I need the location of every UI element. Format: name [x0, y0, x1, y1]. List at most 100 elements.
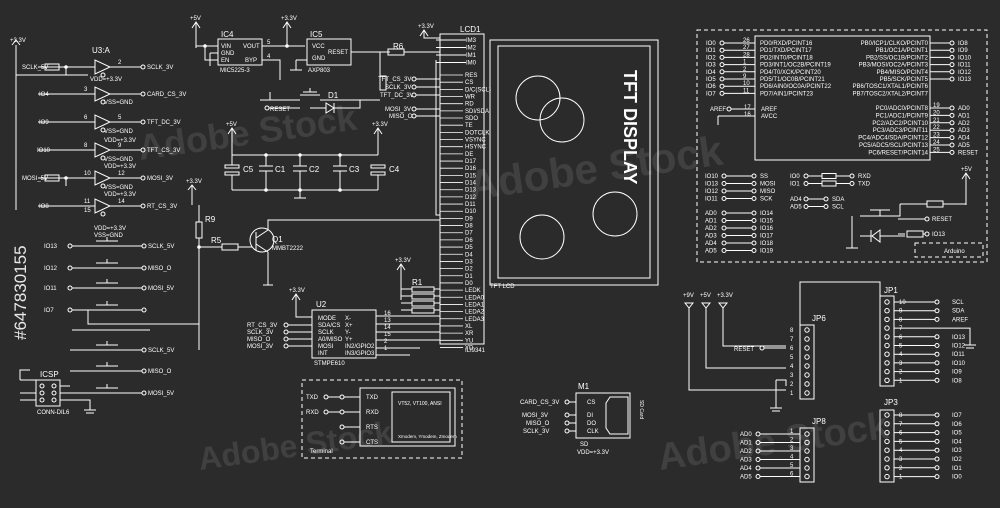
- lcd-pin-im3: IM3: [466, 38, 477, 44]
- stock-id: #647830155: [11, 245, 30, 340]
- jp8-net-ad4: AD4: [740, 466, 752, 472]
- lcd-pin-im1: IM1: [466, 53, 477, 59]
- lcd-net-mosi: MOSI_3V: [385, 107, 411, 113]
- c3-label: C3: [349, 165, 360, 174]
- jp1-pin-num: 1: [899, 378, 903, 384]
- arduino-pc-num: 25: [933, 147, 940, 153]
- lcd-pin-sdo: SDO: [465, 116, 478, 122]
- lcd-pin-vsync: VSYNC: [465, 138, 486, 144]
- arduino-aref-num: 17: [744, 105, 751, 111]
- arduino-bm-io1: IO1: [790, 182, 800, 188]
- u2-pin-int: INT: [318, 351, 328, 357]
- io-left-io13: IO13: [44, 244, 58, 250]
- jp1-pin-num: 5: [899, 344, 903, 350]
- jp1-label: JP1: [884, 286, 898, 295]
- terminal-transfer: Xmodem, Ymodem, Zmodem: [398, 434, 457, 439]
- jp3-pin-num: 6: [899, 431, 903, 437]
- u2-pin-sdacs: SDA/CS: [318, 323, 340, 329]
- arduino-pc-num: 19: [933, 103, 940, 109]
- arduino-left-num: 9: [743, 74, 747, 80]
- arduino-pc-5: PC5/ADC5/SCL/PCINT13: [859, 143, 929, 149]
- u3a-pin-9: 9: [118, 143, 122, 149]
- ic5-pin-vcc: VCC: [312, 44, 325, 50]
- q1-label: Q1: [272, 235, 283, 244]
- ic4-part: MIC5225-3: [220, 68, 250, 74]
- u2-net-sclk_3v: SCLK_3V: [247, 330, 273, 336]
- arduino-pb-7: PB7/TOSC2/XTAL2/PCINT7: [853, 91, 929, 97]
- r9-label: R9: [205, 215, 216, 224]
- reset-circuit: RESET D1: [260, 88, 380, 114]
- u3a-in-sclk5v: SCLK_5V: [22, 65, 48, 71]
- lcd-pin-hsync: HSYNC: [465, 145, 487, 151]
- arduino-ad-0: AD0: [958, 106, 970, 112]
- jp3-net-io7: IO7: [952, 413, 962, 419]
- jp1-pin-num: 4: [899, 352, 903, 358]
- c4-label: C4: [389, 165, 400, 174]
- jp1-pin-num: 9: [899, 309, 903, 315]
- jp3-pin-num: 8: [899, 413, 903, 419]
- arduino-io13-net: IO13: [932, 232, 946, 238]
- lcd-pin-d9: D9: [465, 216, 473, 222]
- m1-pin-clk: CLK: [587, 429, 599, 435]
- jp8-pin-num: 1: [790, 429, 794, 435]
- r6-resistor: R6: [387, 42, 440, 56]
- u2-pin-sclk: SCLK: [318, 330, 334, 336]
- jp8-net-ad3: AD3: [740, 458, 752, 464]
- arduino-pb-4: PB4/MISO/PCINT4: [877, 70, 929, 76]
- lcd-pin-d1: D1: [465, 274, 473, 280]
- arduino-pd-4: PD4/T0/XCK/PCINT20: [760, 70, 821, 76]
- jp8-pin-num: 5: [790, 463, 794, 469]
- tft-display-panel: TFT DISPLAY TFT LCD: [489, 39, 659, 290]
- jp3-net-io0: IO0: [952, 475, 962, 481]
- arduino-bm-io0: IO0: [790, 174, 800, 180]
- jp3-pin-num: 2: [899, 466, 903, 472]
- u3a-buffer: U3:A +3.3V SCLK_5V IO4 IO9 IO10 MOSI_5V …: [10, 38, 202, 239]
- terminal-pin-rts: RTS: [366, 425, 378, 431]
- arduino-pc-1: PC1/ADC1/PCINT9: [876, 113, 929, 119]
- u2-label: U2: [316, 300, 327, 309]
- arduino-pc-0: PC0/ADC0/PCINT8: [876, 106, 929, 112]
- terminal-block: VT52, VT100, ANSI Xmodem, Ymodem, Zmodem…: [301, 379, 463, 459]
- arduino-right-io13: IO13: [958, 77, 972, 83]
- u3a-out-rtcs: RT_CS_3V: [147, 204, 177, 210]
- arduino-pb-6: PB6/TOSC1/XTAL1/PCINT6: [853, 84, 929, 90]
- jp3-net-io5: IO5: [952, 431, 962, 437]
- tft-display-title: TFT DISPLAY: [620, 70, 640, 184]
- u2-pin-y: Y-: [345, 330, 350, 336]
- u3a-pwr-10: VSS=GND: [94, 233, 124, 239]
- q1-transistor: R9 R5 Q1 MMBT2222: [195, 205, 440, 350]
- u3a-pwr-2: VSS=GND: [104, 100, 134, 106]
- u2-pin-num: 2: [384, 339, 388, 345]
- jp8-pin-num: 3: [790, 446, 794, 452]
- u2-net-rt_cs_3v: RT_CS_3V: [247, 323, 277, 329]
- arduino-aref: AREF: [761, 107, 777, 113]
- u3a-pwr-3: VSS=GND: [104, 129, 134, 135]
- arduino-left-io3: IO3: [706, 63, 716, 69]
- u3a-pwr-1: VDD=+3.3V: [90, 77, 122, 83]
- u2-part: STMPE610: [314, 361, 345, 367]
- arduino-left-io6: IO6: [706, 84, 716, 90]
- jp3-pin-num: 4: [899, 448, 903, 454]
- arduino-left-num: 11: [743, 88, 750, 94]
- terminal-box: [359, 387, 456, 447]
- terminal-net-rxd: RXD: [306, 410, 319, 416]
- u3a-pin-12: 12: [118, 171, 125, 177]
- jp3-net-io6: IO6: [952, 422, 962, 428]
- lcd-pin-wr: WR: [465, 95, 476, 101]
- arduino-bad-ad5: AD5: [790, 205, 802, 211]
- lcd-pin-d10: D10: [465, 209, 477, 215]
- lcd-pin-cs: CS: [465, 80, 473, 86]
- r1-label: R1: [412, 278, 423, 287]
- arduino-right-io10: IO10: [958, 55, 972, 61]
- ic4-pin-en: EN: [221, 58, 229, 64]
- jp8-net-ad0: AD0: [740, 432, 752, 438]
- arduino-adr-io19: IO19: [760, 249, 774, 255]
- jp6-label: JP6: [812, 314, 826, 323]
- jp1-net-io9: IO9: [952, 370, 962, 376]
- arduino-right-io12: IO12: [958, 70, 972, 76]
- u2-pin-mode: MODE: [318, 316, 336, 322]
- lcd-pin-ledk: LEDK: [465, 288, 481, 294]
